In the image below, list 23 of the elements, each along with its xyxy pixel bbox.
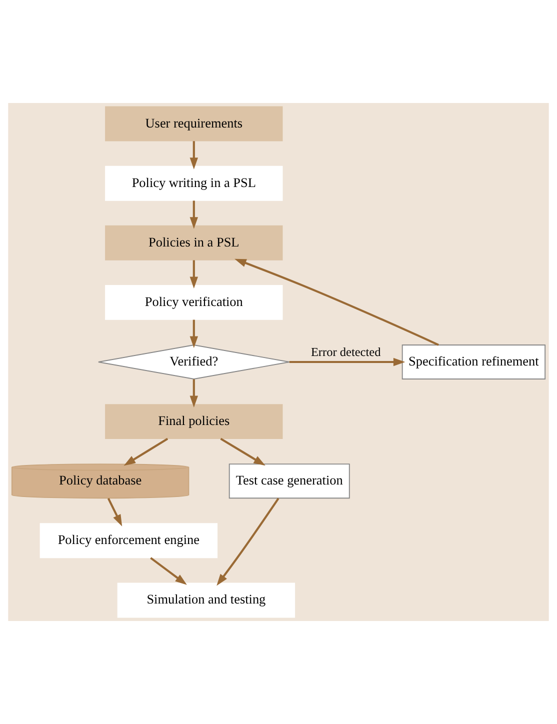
arrow xyxy=(107,498,122,526)
node-box: Specification refinement xyxy=(402,344,546,380)
node-box: Simulation and testing xyxy=(117,582,296,618)
arrow xyxy=(289,358,406,366)
arrow xyxy=(216,498,280,586)
arrow xyxy=(190,320,198,348)
arrow xyxy=(150,557,187,585)
node-box: Final policies xyxy=(105,404,283,440)
arrow xyxy=(190,141,198,170)
arrow xyxy=(190,260,198,288)
arrow xyxy=(190,200,198,229)
node-box: Test case generation xyxy=(228,464,350,499)
node-diamond: Verified? xyxy=(98,344,290,380)
arrow xyxy=(234,258,439,346)
node-box: User requirements xyxy=(105,106,283,142)
arrow xyxy=(190,379,198,408)
node-box: Policies in a PSL xyxy=(105,225,283,260)
arrow xyxy=(124,438,168,466)
arrow xyxy=(220,438,266,466)
node-box: Policy enforcement engine xyxy=(40,523,218,558)
node-box: Policy verification xyxy=(105,284,283,320)
edge-label: Error detected xyxy=(310,344,381,359)
node-box: Policy writing in a PSL xyxy=(105,166,283,201)
